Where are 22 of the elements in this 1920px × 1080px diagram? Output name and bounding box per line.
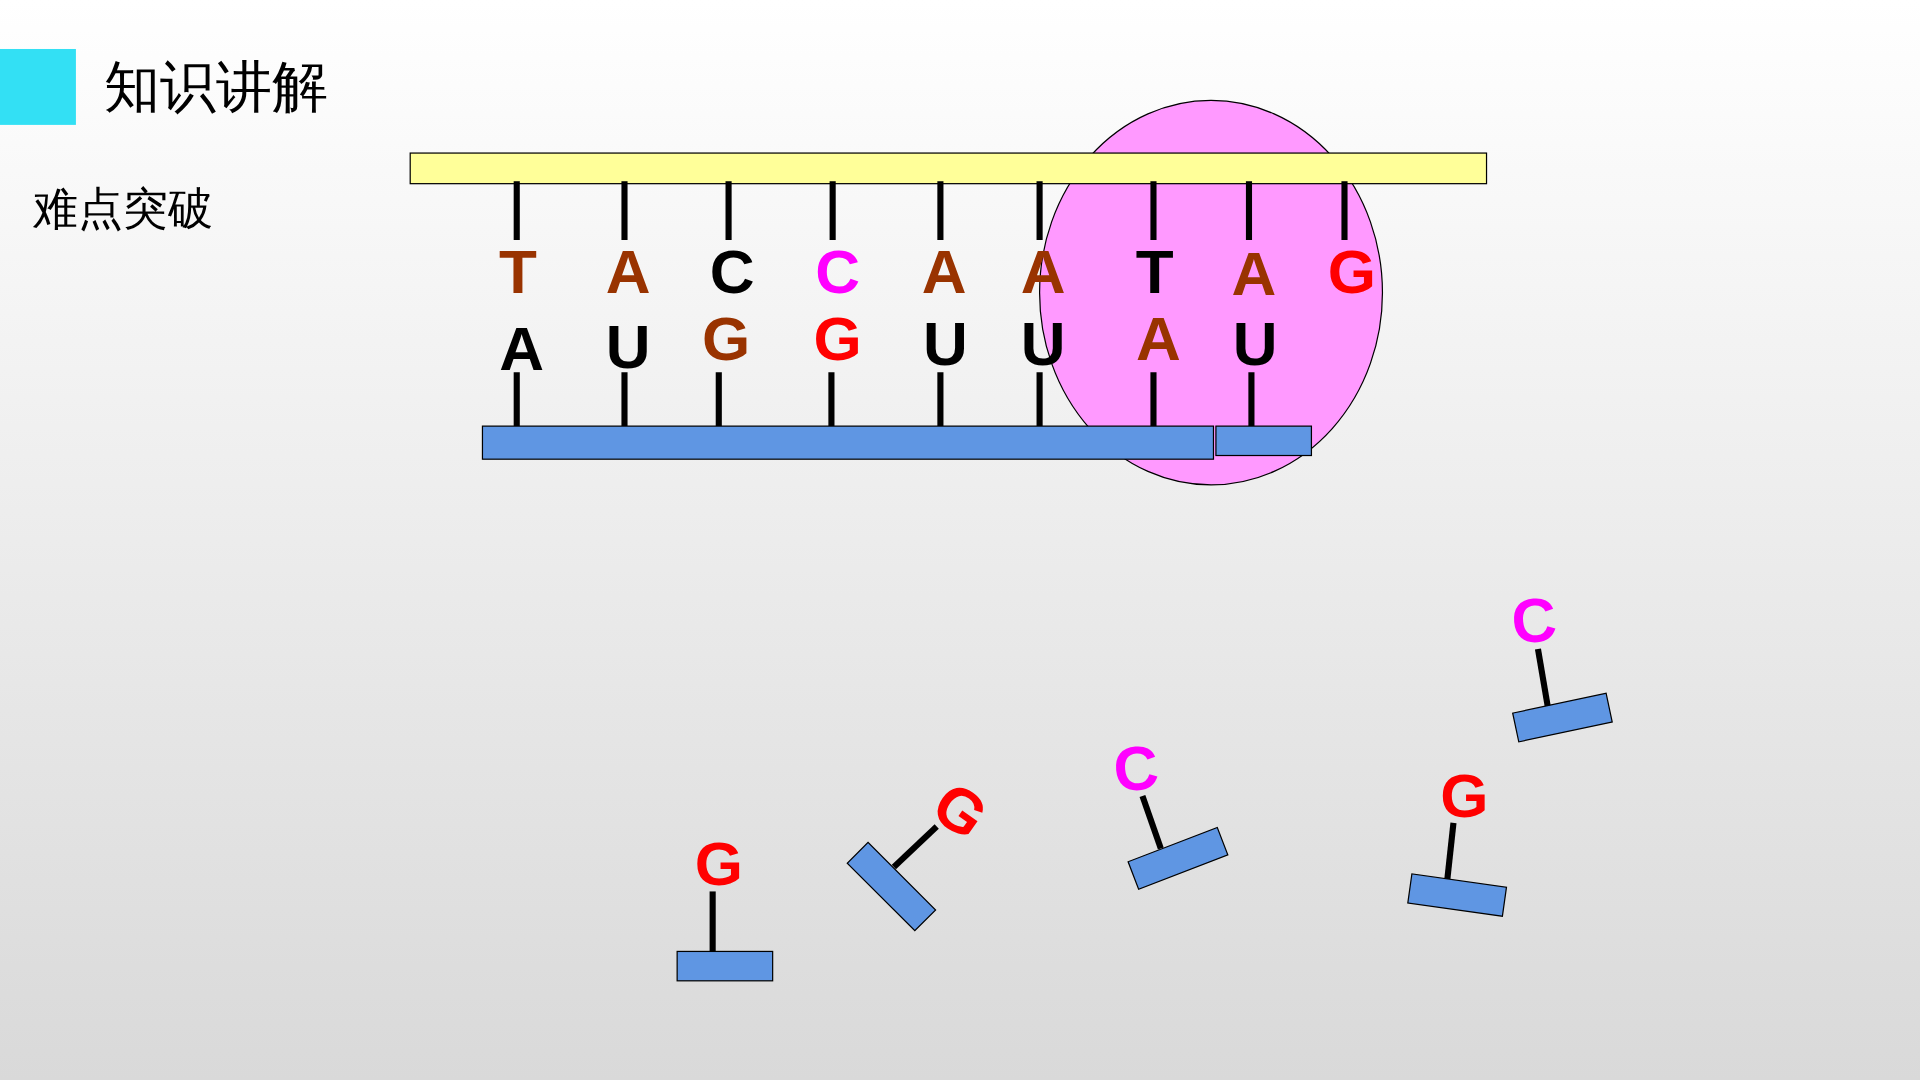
base-letter: G xyxy=(922,771,998,850)
base-letter: U xyxy=(605,315,651,378)
base-letter: A xyxy=(1135,308,1181,371)
base-letter: G xyxy=(694,833,743,896)
base-letter: G xyxy=(813,308,862,371)
base-letter: A xyxy=(499,317,544,380)
base-letter: C xyxy=(815,240,860,303)
base-letter: G xyxy=(1440,764,1489,827)
base-letter: A xyxy=(921,240,967,303)
base-letter: C xyxy=(1111,736,1162,802)
base-letter: G xyxy=(702,308,751,371)
base-letter: C xyxy=(1509,588,1560,654)
base-letter: A xyxy=(1231,243,1277,306)
base-letter: C xyxy=(709,240,755,303)
base-letter: U xyxy=(922,313,968,376)
base-letter: A xyxy=(605,240,651,303)
base-letter: G xyxy=(1327,240,1376,303)
base-letter: T xyxy=(499,240,537,303)
subtitle: 难点突破 xyxy=(33,186,214,232)
slide-title: 知识讲解 xyxy=(104,58,329,116)
base-letter: U xyxy=(1232,313,1278,376)
base-letter: T xyxy=(1135,240,1174,303)
